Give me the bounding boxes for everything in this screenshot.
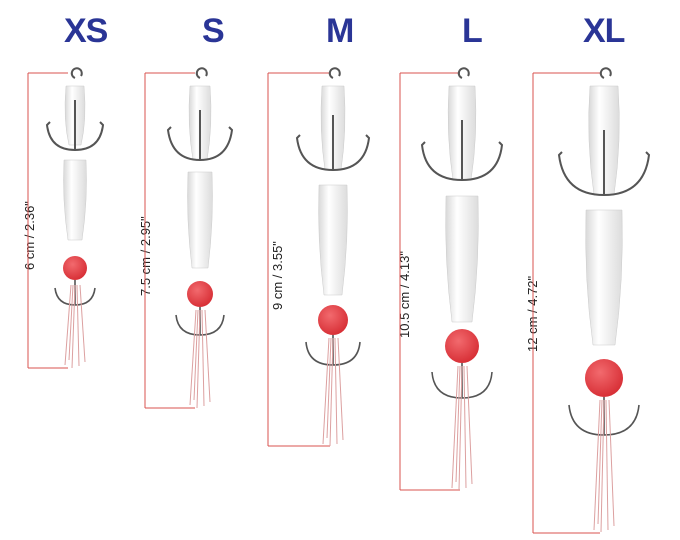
- treble-hook-icon: [166, 110, 234, 161]
- red-bead-icon: [187, 281, 213, 307]
- bracket-xl: [532, 72, 600, 534]
- size-label-s: S: [202, 12, 225, 50]
- lure-m: [295, 67, 371, 447]
- treble-hook-icon: [420, 120, 504, 181]
- treble-hook-icon: [557, 130, 651, 196]
- bracket-l: [399, 72, 460, 491]
- lure-xs: [45, 67, 105, 369]
- size-label-xs: XS: [64, 12, 108, 50]
- treble-hook-icon: [45, 100, 105, 151]
- lure-s: [166, 67, 234, 409]
- foam-body-icon: [445, 195, 479, 323]
- red-bead-icon: [585, 359, 623, 397]
- red-bead-icon: [318, 305, 348, 335]
- red-bead-icon: [63, 256, 87, 280]
- size-label-l: L: [462, 12, 483, 50]
- dimension-brackets: [27, 72, 600, 534]
- foam-body-icon: [63, 159, 87, 241]
- tinsel-tail-icon: [322, 337, 344, 447]
- bracket-xs: [27, 72, 68, 369]
- size-label-m: M: [326, 12, 354, 50]
- bracket-m: [267, 72, 330, 447]
- tinsel-tail-icon: [451, 365, 473, 491]
- foam-body-icon: [187, 171, 213, 269]
- tinsel-tail-icon: [189, 309, 211, 409]
- red-bead-icon: [445, 329, 479, 363]
- lure-xl: [557, 67, 651, 533]
- bracket-s: [144, 72, 195, 409]
- size-label-xl: XL: [583, 12, 625, 50]
- tinsel-tail-icon: [593, 399, 615, 533]
- foam-body-icon: [318, 184, 348, 296]
- treble-hook-icon: [295, 115, 371, 171]
- foam-body-icon: [585, 209, 623, 346]
- lure-l: [420, 67, 504, 491]
- eye-ring: [70, 67, 83, 79]
- tinsel-tail-icon: [64, 284, 86, 369]
